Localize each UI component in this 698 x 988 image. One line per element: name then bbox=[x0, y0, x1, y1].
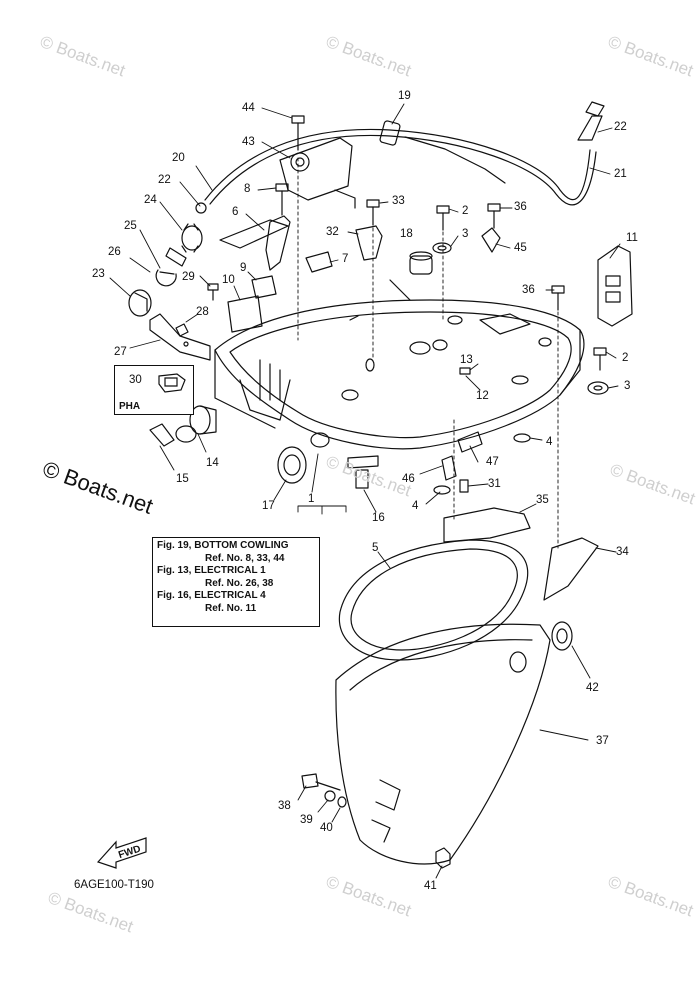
ref-line: Ref. No. 26, 38 bbox=[205, 577, 274, 589]
callout-29: 29 bbox=[182, 271, 195, 283]
callout-2: 2 bbox=[462, 205, 469, 217]
callout-33: 33 bbox=[392, 195, 405, 207]
callout-8: 8 bbox=[244, 183, 251, 195]
part-11 bbox=[597, 245, 633, 327]
callout-11: 11 bbox=[626, 232, 638, 244]
ref-line: Fig. 19, BOTTOM COWLING bbox=[157, 540, 289, 551]
callout-41: 41 bbox=[424, 880, 437, 892]
callout-4: 4 bbox=[546, 436, 553, 448]
callout-2: 2 bbox=[622, 352, 629, 364]
callout-36: 36 bbox=[522, 284, 535, 296]
bracket-27 bbox=[149, 313, 211, 361]
callout-42: 42 bbox=[586, 682, 599, 694]
callout-4: 4 bbox=[412, 500, 419, 512]
callout-13: 13 bbox=[460, 354, 473, 366]
ref-line: Fig. 13, ELECTRICAL 1 bbox=[157, 565, 266, 577]
callout-23: 23 bbox=[92, 268, 105, 280]
callout-16: 16 bbox=[372, 512, 385, 524]
ref-line: Ref. No. 8, 33, 44 bbox=[205, 552, 285, 564]
callout-34: 34 bbox=[616, 546, 629, 558]
diagram-code: 6AGE100-T190 bbox=[74, 879, 154, 891]
callout-17: 17 bbox=[262, 500, 275, 512]
callout-37: 37 bbox=[596, 735, 609, 747]
callout-24: 24 bbox=[144, 194, 157, 206]
ref-line: Ref. No. 11 bbox=[205, 602, 257, 614]
fwd-arrow-icon: FWD bbox=[96, 837, 147, 869]
callout-43: 43 bbox=[242, 136, 255, 148]
callout-20: 20 bbox=[172, 152, 185, 164]
callout-46: 46 bbox=[402, 473, 415, 485]
leader-lines bbox=[109, 103, 621, 879]
callout-22: 22 bbox=[158, 174, 171, 186]
grommet-42 bbox=[551, 621, 573, 651]
screw-28 bbox=[175, 323, 189, 337]
callout-19: 19 bbox=[398, 90, 411, 102]
parts-9-10 bbox=[227, 275, 277, 333]
callout-44: 44 bbox=[242, 102, 255, 114]
callout-26: 26 bbox=[108, 246, 121, 258]
pha-variant-box: 30 PHA bbox=[114, 365, 194, 415]
ref-line: Fig. 16, ELECTRICAL 4 bbox=[157, 590, 266, 602]
part-30-drawing bbox=[158, 373, 186, 393]
callout-27: 27 bbox=[114, 346, 127, 358]
callout-12: 12 bbox=[476, 390, 489, 402]
callout-31: 31 bbox=[488, 478, 501, 490]
callout-18: 18 bbox=[400, 228, 413, 240]
callout-15: 15 bbox=[176, 473, 189, 485]
grommets-lower bbox=[149, 405, 307, 484]
callout-28: 28 bbox=[196, 306, 209, 318]
clip-45 bbox=[481, 227, 501, 253]
callout-38: 38 bbox=[278, 800, 291, 812]
bracket-35 bbox=[443, 507, 531, 543]
part-16 bbox=[347, 455, 379, 489]
fasteners-38-41 bbox=[301, 773, 451, 869]
plate-6 bbox=[219, 215, 291, 271]
small-screws bbox=[207, 199, 607, 375]
screw-8 bbox=[275, 183, 289, 216]
callout-40: 40 bbox=[320, 822, 333, 834]
pha-label: PHA bbox=[119, 401, 141, 412]
callout-22: 22 bbox=[614, 121, 627, 133]
callout-30: 30 bbox=[129, 374, 142, 386]
callout-25: 25 bbox=[124, 220, 137, 232]
callout-5: 5 bbox=[372, 542, 379, 554]
bracket-34 bbox=[543, 537, 599, 601]
callout-9: 9 bbox=[240, 262, 247, 274]
callout-32: 32 bbox=[326, 226, 339, 238]
callout-47: 47 bbox=[486, 456, 499, 468]
gasket-5 bbox=[338, 539, 529, 661]
screw-44 bbox=[291, 115, 305, 151]
callout-35: 35 bbox=[536, 494, 549, 506]
callout-36: 36 bbox=[514, 201, 527, 213]
part-7 bbox=[305, 251, 333, 273]
callout-39: 39 bbox=[300, 814, 313, 826]
callout-14: 14 bbox=[206, 457, 219, 469]
callout-1: 1 bbox=[308, 493, 315, 505]
gear-assembly bbox=[128, 223, 203, 317]
callout-21: 21 bbox=[614, 168, 627, 180]
bottom-cowling bbox=[214, 279, 585, 450]
throttle-cable bbox=[204, 101, 605, 206]
clamp-32 bbox=[355, 225, 383, 261]
callout-3: 3 bbox=[462, 228, 469, 240]
cable-bracket bbox=[279, 137, 356, 209]
reference-box: Fig. 19, BOTTOM COWLING Ref. No. 8, 33, … bbox=[152, 537, 320, 627]
clip-22 bbox=[195, 202, 207, 214]
callout-10: 10 bbox=[222, 274, 235, 286]
callout-45: 45 bbox=[514, 242, 527, 254]
callout-6: 6 bbox=[232, 206, 239, 218]
callout-3: 3 bbox=[624, 380, 631, 392]
callout-7: 7 bbox=[342, 253, 349, 265]
lower-cover-37 bbox=[335, 623, 551, 865]
